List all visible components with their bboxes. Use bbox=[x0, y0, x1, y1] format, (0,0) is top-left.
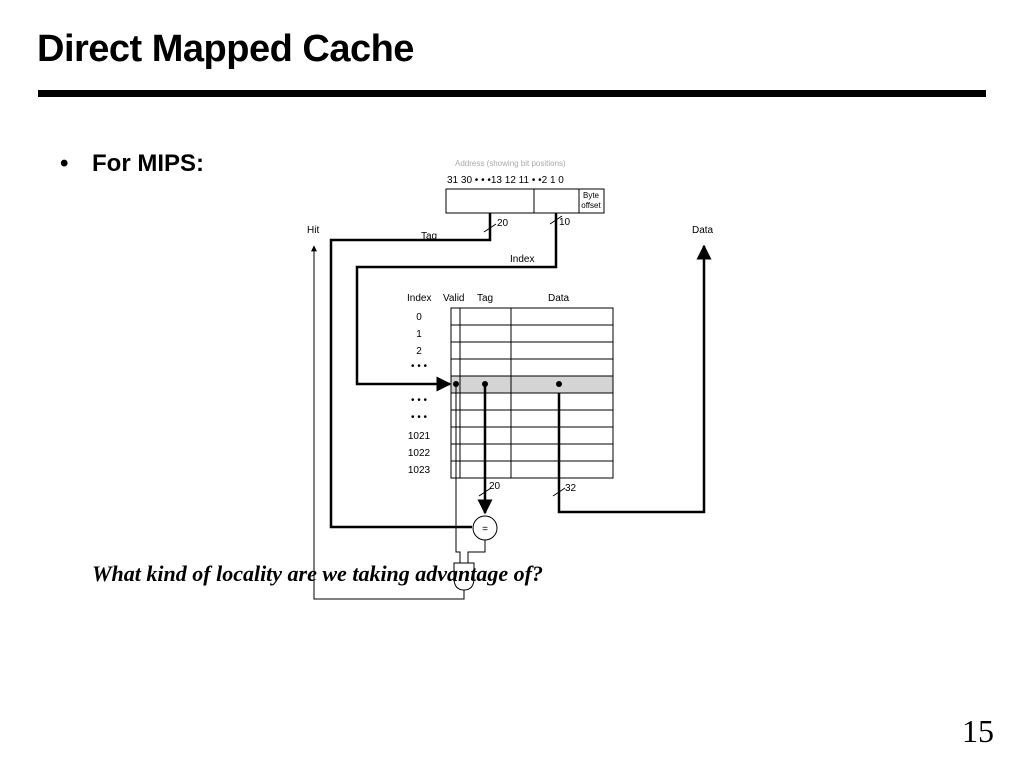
page-number: 15 bbox=[962, 713, 994, 749]
tag-width-label: 20 bbox=[497, 218, 509, 229]
comparator-output-wire bbox=[467, 540, 486, 563]
row-index-ellipsis: • • • bbox=[411, 395, 428, 406]
tag-bus-slash bbox=[483, 223, 497, 233]
tag-wire-label: Tag bbox=[421, 231, 437, 242]
hit-wire bbox=[311, 245, 465, 600]
bullet-text: For MIPS: bbox=[92, 150, 204, 177]
valid-wire bbox=[455, 384, 461, 563]
compare-bus-slash bbox=[478, 487, 492, 497]
address-caption: Address (showing bit positions) bbox=[455, 159, 566, 168]
slide-title: Direct Mapped Cache bbox=[37, 28, 414, 70]
index-wire bbox=[355, 213, 558, 392]
row-index-label: 1 bbox=[416, 329, 422, 340]
bullet-marker: • bbox=[60, 150, 69, 177]
data-width-label: 32 bbox=[565, 483, 577, 494]
byte-offset-label: Byte bbox=[583, 191, 600, 200]
row-index-label: 1023 bbox=[408, 465, 431, 476]
locality-question: What kind of locality are we taking adva… bbox=[92, 561, 543, 586]
data-column-header: Data bbox=[548, 293, 570, 304]
data-bus-slash bbox=[552, 487, 566, 497]
index-width-label: 10 bbox=[559, 217, 571, 228]
compare-width-label: 20 bbox=[489, 481, 501, 492]
address-register bbox=[445, 188, 605, 214]
row-index-label: 0 bbox=[416, 312, 422, 323]
tag-column-header: Tag bbox=[477, 293, 493, 304]
comparator-symbol: = bbox=[482, 524, 488, 535]
row-index-ellipsis: • • • bbox=[411, 412, 428, 423]
row-index-label: 2 bbox=[416, 346, 422, 357]
and-gate bbox=[453, 562, 475, 591]
row-index-ellipsis: • • • bbox=[411, 361, 428, 372]
index-column-header: Index bbox=[407, 293, 431, 304]
valid-column-header: Valid bbox=[443, 293, 465, 304]
data-tap-dot bbox=[556, 381, 562, 387]
data-output-label: Data bbox=[692, 225, 714, 236]
cache-table bbox=[450, 307, 614, 479]
byte-offset-label-2: offset bbox=[581, 201, 601, 210]
row-index-label: 1021 bbox=[408, 431, 431, 442]
title-underline bbox=[38, 90, 986, 97]
hit-label: Hit bbox=[307, 225, 319, 236]
bit-positions: 31 30 • • •13 12 11 • •2 1 0 bbox=[447, 175, 564, 186]
selected-row-highlight bbox=[451, 376, 613, 393]
tag-wire bbox=[329, 213, 492, 529]
index-bus-slash bbox=[549, 215, 563, 225]
index-wire-label: Index bbox=[510, 254, 534, 265]
data-wire bbox=[557, 244, 712, 514]
row-index-label: 1022 bbox=[408, 448, 431, 459]
